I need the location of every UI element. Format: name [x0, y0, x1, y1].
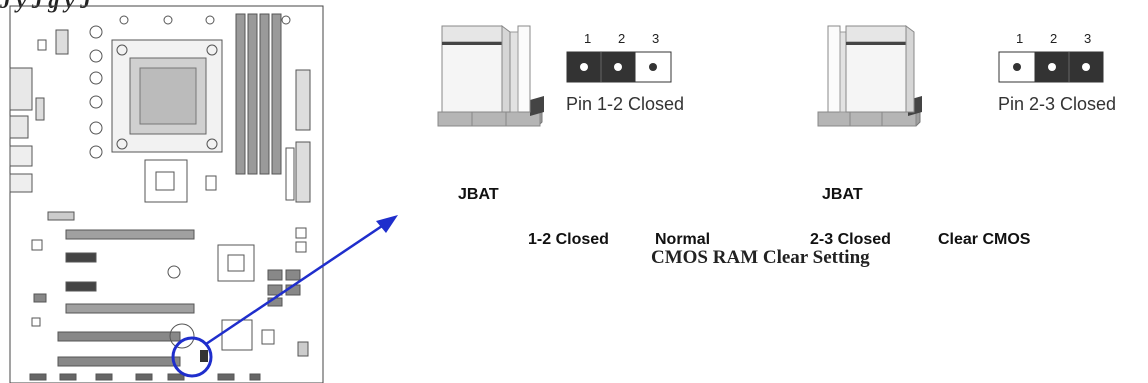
jbat-normal-illustration: [437, 25, 544, 127]
clear-closed-label: 2-3 Closed: [810, 231, 891, 248]
motherboard-diagram: [9, 5, 324, 383]
pin-number-1: 1: [584, 31, 592, 46]
clear-mode-label: Clear CMOS: [938, 231, 1031, 248]
pin-state-normal: Pin 1-2 Closed: [566, 94, 685, 114]
jbat-highlight-circle: [171, 336, 213, 378]
pin-diagram-clear: [998, 51, 1104, 83]
pin-number-1: 1: [1016, 31, 1024, 46]
pin-number-3: 3: [1084, 31, 1092, 46]
diagram-caption: CMOS RAM Clear Setting: [651, 247, 870, 268]
pin-number-2: 2: [1050, 31, 1058, 46]
normal-mode-label: Normal: [655, 231, 711, 248]
pin-number-2: 2: [618, 31, 626, 46]
jbat-label-normal: JBAT: [458, 186, 499, 203]
normal-closed-label: 1-2 Closed: [528, 231, 609, 248]
jbat-clear-illustration: [817, 25, 922, 127]
pin-state-clear: Pin 2-3 Closed: [998, 94, 1117, 114]
pin-number-3: 3: [652, 31, 660, 46]
jbat-label-clear: JBAT: [822, 186, 863, 203]
pin-diagram-normal: [566, 51, 672, 83]
